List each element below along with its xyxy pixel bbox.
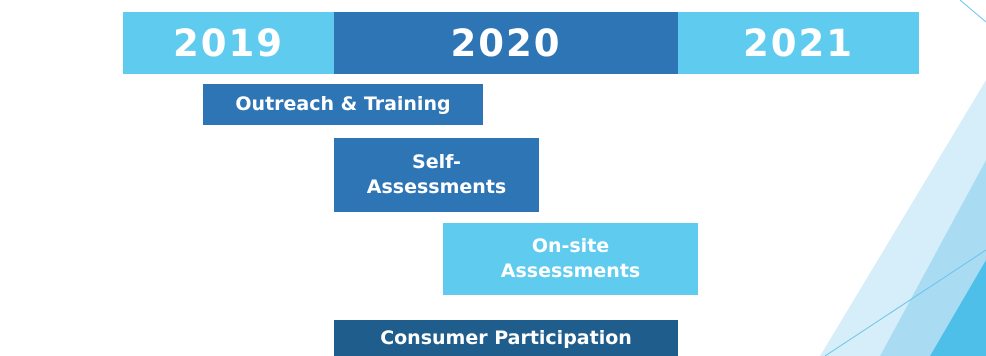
decorative-line-top xyxy=(959,0,986,23)
activity-label-line2: Assessments xyxy=(366,176,507,198)
year-label: 2021 xyxy=(743,21,854,65)
activity-label-line2: Assessments xyxy=(500,260,641,282)
on-site-assessments-bar: On-site Assessments xyxy=(443,223,698,295)
year-label: 2019 xyxy=(173,21,284,65)
self-assessments-bar: Self- Assessments xyxy=(334,138,539,212)
decorative-line-bottom xyxy=(824,249,986,356)
outreach-training-bar: Outreach & Training xyxy=(203,84,483,125)
decorative-triangle-dark xyxy=(930,260,986,356)
activity-label: Consumer Participation xyxy=(380,326,632,349)
year-2021-header: 2021 xyxy=(678,12,919,74)
consumer-participation-bar: Consumer Participation xyxy=(334,320,678,356)
year-label: 2020 xyxy=(450,21,562,65)
year-2020-header: 2020 xyxy=(334,12,678,74)
activity-label-line1: On-site xyxy=(531,235,610,257)
activity-label: Outreach & Training xyxy=(235,93,451,115)
activity-label-line1: Self- xyxy=(412,151,461,173)
year-2019-header: 2019 xyxy=(123,12,334,74)
